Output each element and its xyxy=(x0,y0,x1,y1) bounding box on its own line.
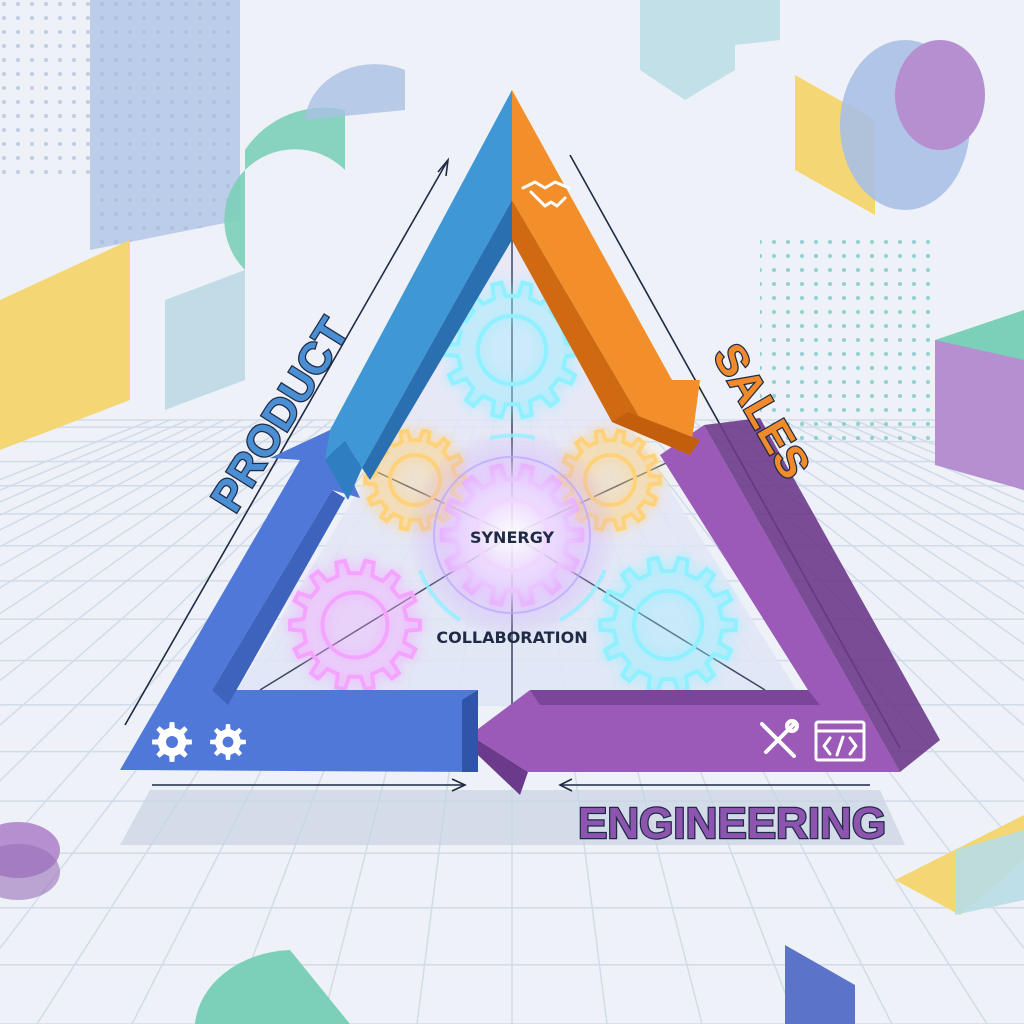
floor-shadow xyxy=(120,790,905,845)
right-cyan-gear xyxy=(598,555,738,695)
teal-shape xyxy=(224,107,345,271)
right-cyan-gear-hub xyxy=(632,589,704,661)
blue-bottom-block xyxy=(785,945,855,1024)
teal-tab-shape xyxy=(640,0,780,100)
dotted-panel xyxy=(0,0,90,180)
sales-arrow xyxy=(512,90,700,455)
synergy-label: SYNERGY xyxy=(470,528,555,547)
engineering-label: ENGINEERING xyxy=(578,799,886,848)
collaboration-label: COLLABORATION xyxy=(436,628,587,647)
arrows xyxy=(120,90,940,795)
gears-icon xyxy=(152,722,246,762)
wrench-screwdriver-icon xyxy=(760,719,799,758)
teal-dots xyxy=(760,230,940,440)
cube-side xyxy=(935,340,1024,490)
left-pink-gear-hub xyxy=(320,590,390,660)
code-window-icon xyxy=(814,720,866,762)
yellow-block xyxy=(0,240,130,450)
synergy-core xyxy=(407,430,617,640)
teal-bottom-shape xyxy=(195,950,350,1024)
engineering-arrow xyxy=(462,418,940,795)
top-gear xyxy=(442,280,582,420)
top-gear-hub xyxy=(476,314,548,386)
handshake-icon xyxy=(521,180,571,208)
product-arrow xyxy=(325,90,512,500)
product-arrow-bottom xyxy=(120,430,478,772)
purple-disc xyxy=(895,40,985,150)
left-pink-gear xyxy=(288,558,422,692)
